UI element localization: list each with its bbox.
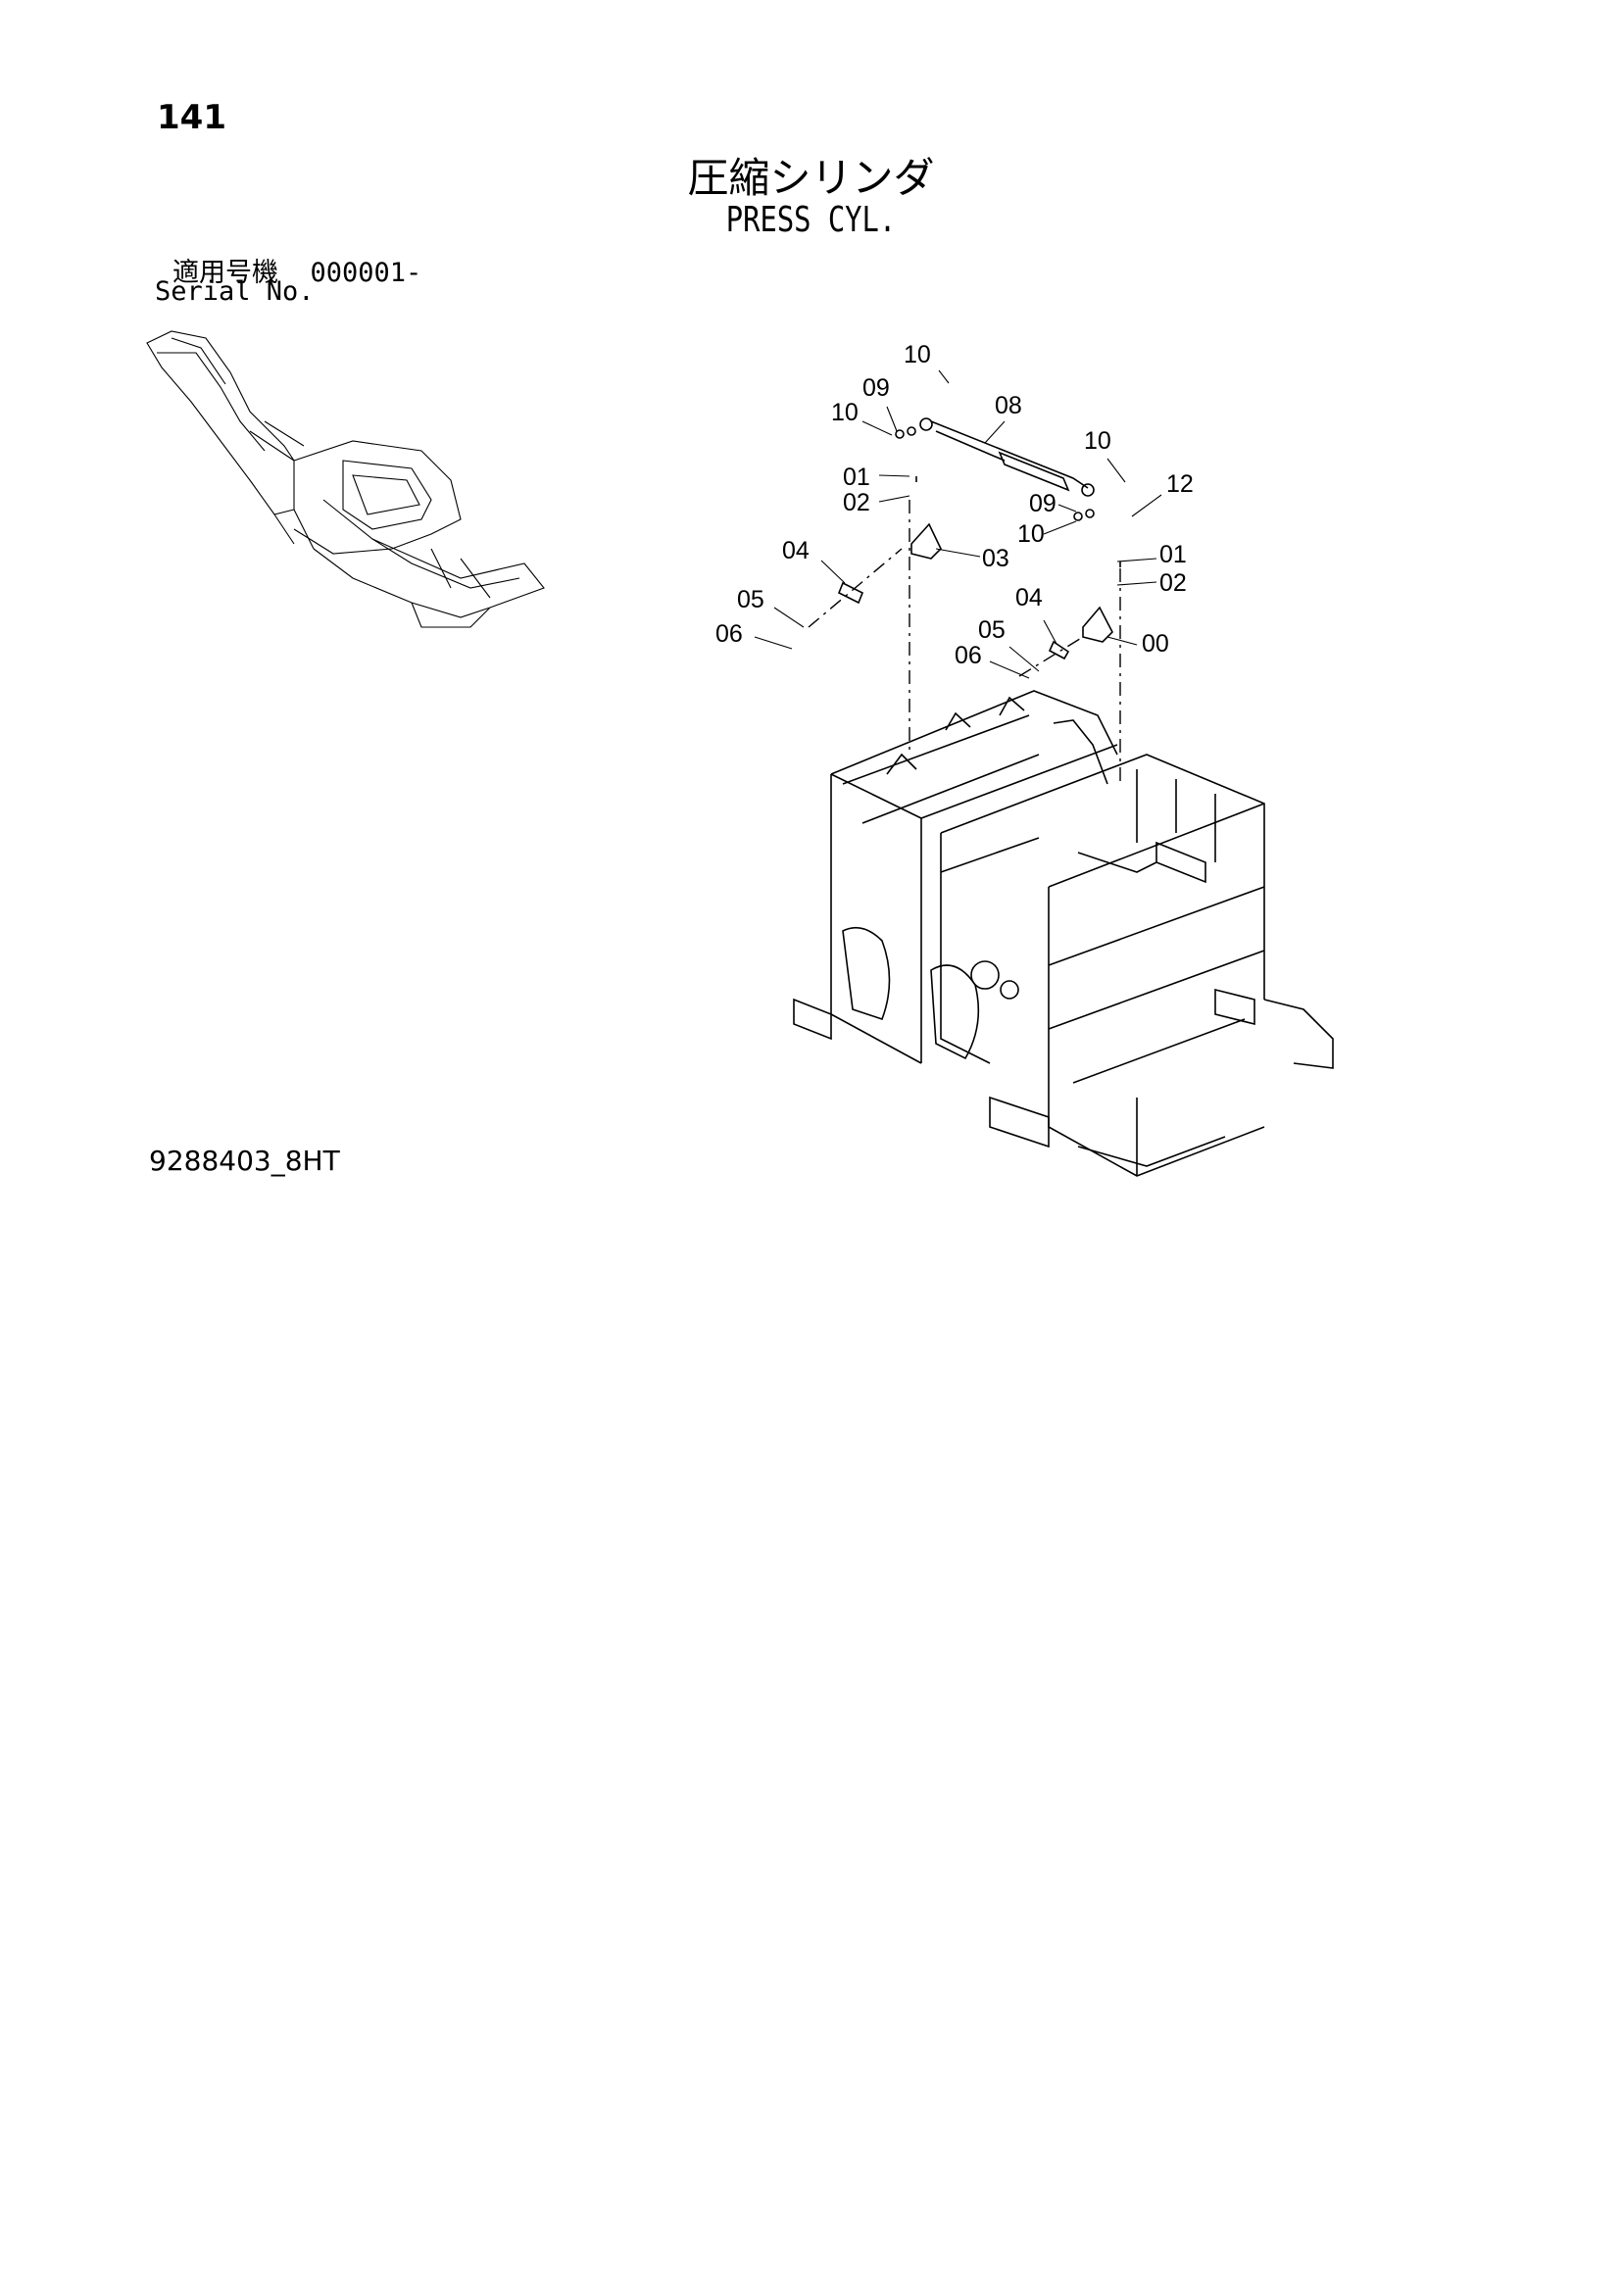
callout-leaders (754, 369, 1162, 679)
callout-label: 01 (1159, 541, 1187, 568)
callout-label: 05 (737, 586, 764, 613)
callout-label: 09 (862, 374, 890, 402)
serial-label-en: Serial No. (155, 276, 315, 307)
callout-label: 04 (1015, 584, 1043, 611)
machine-overview-thumbnail (146, 330, 545, 628)
page-title-japanese: 圧縮シリンダ (687, 154, 935, 202)
exploded-parts (837, 417, 1121, 660)
callout-label: 10 (1017, 520, 1045, 548)
callout-label: 06 (715, 620, 743, 648)
callout-label: 09 (1029, 490, 1057, 517)
callout-label: 01 (843, 464, 870, 491)
callout-label: 10 (1084, 427, 1111, 455)
callout-label: 00 (1142, 630, 1169, 658)
press-cylinder-rod (930, 420, 1089, 489)
document-code: 9288403_8HT (149, 1145, 340, 1177)
assembly-centerlines (808, 500, 1121, 784)
callout-label: 12 (1166, 470, 1194, 498)
cylinder-pin-end (1081, 483, 1095, 497)
press-cylinder-body (998, 451, 1070, 492)
bracket-03 (910, 522, 942, 560)
pin-04-left (837, 581, 864, 605)
pin-04-right (1048, 640, 1070, 660)
callout-label: 02 (1159, 569, 1187, 597)
page-title-english: PRESS CYL. (725, 200, 897, 240)
serial-label-jp: 適用号機 (172, 258, 278, 288)
machine-frame-drawing (793, 690, 1334, 1177)
page-number: 141 (157, 98, 226, 137)
callout-label: 06 (955, 642, 982, 669)
callout-label: 10 (831, 399, 859, 426)
callout-label: 10 (904, 341, 931, 368)
callout-label: 04 (782, 537, 810, 564)
cylinder-pin-end (919, 417, 933, 431)
part-callouts: 10 09 10 08 10 12 01 02 09 10 04 03 01 0… (715, 341, 1194, 669)
callout-label: 05 (978, 616, 1006, 644)
callout-label: 03 (982, 545, 1009, 572)
callout-label: 02 (843, 489, 870, 516)
callout-label: 08 (995, 392, 1022, 419)
serial-applicability: 適用号機 000001- (172, 251, 421, 289)
serial-value: 000001- (310, 258, 422, 288)
